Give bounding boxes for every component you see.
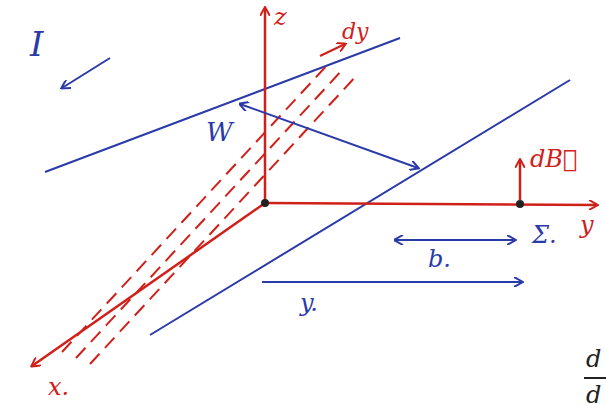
element-label: dy [342,20,369,44]
b-arrow [395,239,515,241]
y-axis [265,203,597,205]
current-label: I [30,26,43,63]
width-arrow [240,104,418,168]
origin-dot [261,199,269,207]
width-label: W [206,118,233,147]
distance-label: y. [300,290,318,316]
dy-arrow [320,44,345,56]
denominator: d [586,382,601,408]
strip-edge [45,38,400,172]
current-arrow [62,58,110,88]
strip-edge [150,80,570,335]
x-axis [32,203,265,366]
element-edge [90,74,358,364]
point-label: Σ. [532,222,557,248]
axis-label: y [580,212,594,238]
field-label: dB⃗ [530,146,577,172]
distance-label: b. [428,246,451,272]
z-axis [264,8,267,203]
axis-label: z [274,4,287,30]
axis-label: x. [48,374,69,400]
y-distance-arrow [262,281,522,283]
field-point [516,200,524,208]
element-edge [76,68,344,358]
db-vector [519,160,522,200]
element-edge [62,62,330,352]
numerator: d [586,346,601,372]
fraction-bar [584,377,606,379]
